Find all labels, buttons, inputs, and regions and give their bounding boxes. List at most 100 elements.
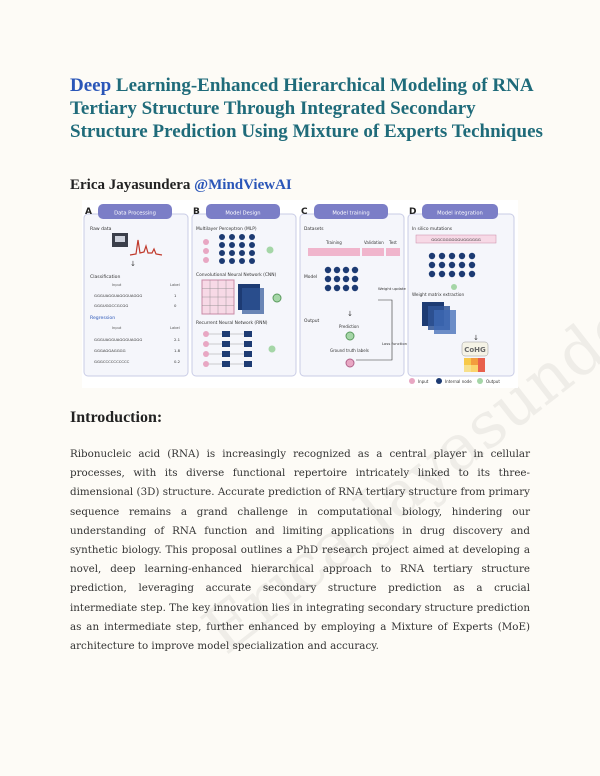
mlp-hidden-node	[249, 242, 255, 248]
rnn-output-node	[268, 345, 276, 353]
model-node	[333, 275, 341, 283]
heatmap-cell	[471, 358, 478, 365]
test-label: Test	[388, 240, 397, 245]
panel-c-header	[314, 204, 388, 219]
heatmap-cell	[471, 365, 478, 372]
model-node	[351, 275, 359, 283]
panel-c-letter: C	[301, 207, 308, 217]
reg-row-1-seq: GGGAGGAGGGG	[94, 348, 126, 353]
training-bar	[308, 248, 360, 256]
integration-node	[428, 270, 436, 278]
prediction-node	[345, 331, 355, 341]
ground-truth-node	[345, 358, 355, 368]
model-node	[333, 284, 341, 292]
mlp-hidden-node	[249, 234, 255, 240]
mutation-sequence-box	[415, 234, 497, 244]
in-silico-label: In silico mutations	[412, 226, 453, 232]
cnn-grid-lines	[202, 280, 234, 314]
heatmap-cell	[478, 365, 485, 372]
panel-d: D Model integration In silico mutations …	[407, 204, 515, 377]
integration-node	[468, 252, 476, 260]
intro-paragraph: Ribonucleic acid (RNA) is increasingly r…	[70, 448, 530, 653]
rnn-input-node	[203, 341, 209, 347]
integration-node	[458, 261, 466, 269]
arrow-down-icon: ↓	[130, 260, 136, 268]
cnn-feature-map-2	[242, 288, 264, 314]
integration-node	[458, 270, 466, 278]
integration-node	[438, 261, 446, 269]
training-model-network	[324, 266, 359, 292]
sequencer-screen-icon	[115, 236, 125, 242]
mlp-hidden-node	[229, 242, 235, 248]
rnn-cell	[222, 361, 230, 367]
model-node	[351, 266, 359, 274]
arrow-down-icon: ↓	[347, 310, 353, 318]
heatmap-cell	[464, 358, 471, 365]
rnn-cell	[244, 341, 252, 347]
integration-output-node	[451, 284, 457, 290]
reg-col-input: Input	[112, 326, 122, 330]
mlp-label: Multilayer Perceptron (MLP)	[196, 226, 257, 232]
weight-update-label: Weight update	[378, 286, 406, 291]
panel-b-letter: B	[193, 207, 200, 217]
rnn-label: Recurrent Neural Network (RNN)	[196, 320, 268, 326]
rnn-cell	[222, 341, 230, 347]
rnn-cell	[222, 351, 230, 357]
mlp-hidden-node	[249, 250, 255, 256]
panel-a: A Data Processing Raw data ↓ Classificat…	[83, 204, 189, 377]
panel-d-header	[422, 204, 498, 219]
panel-a-letter: A	[85, 207, 92, 217]
rnn-cell	[222, 331, 230, 337]
panel-d-letter: D	[409, 207, 416, 217]
integration-node	[468, 270, 476, 278]
model-node	[351, 284, 359, 292]
class-row-1-seq: GGGUGGCCGCGG	[94, 303, 128, 308]
author-name: Erica Jayasundera	[70, 177, 191, 193]
panel-c: C Model training Datasets Training Valid…	[299, 204, 408, 377]
loss-function-label: Loss function	[382, 341, 408, 346]
output-label: Output	[304, 318, 320, 324]
model-node	[342, 266, 350, 274]
rnn-input-node	[203, 361, 209, 367]
class-col-input: Input	[112, 283, 122, 287]
mlp-input-node	[203, 257, 209, 263]
rnn-network	[203, 331, 276, 367]
author-line: Erica Jayasundera @MindViewAI	[70, 177, 292, 194]
mlp-hidden-node	[219, 258, 225, 264]
paper-title: Deep Learning-Enhanced Hierarchical Mode…	[70, 74, 550, 143]
model-node	[342, 275, 350, 283]
mlp-hidden-node	[239, 242, 245, 248]
legend-input-swatch	[409, 378, 415, 384]
heatmap-cell	[478, 358, 485, 365]
panel-a-title: Data Processing	[114, 211, 156, 217]
legend-internal-label: Internal node	[445, 379, 472, 384]
raw-data-label: Raw data	[90, 226, 112, 232]
test-bar	[386, 248, 400, 256]
mlp-hidden-node	[219, 250, 225, 256]
cnn-label: Convolutional Neural Network (CNN)	[196, 272, 276, 278]
mlp-hidden-node	[239, 234, 245, 240]
cnn-output-node	[272, 293, 282, 303]
mlp-hidden-node	[219, 234, 225, 240]
panel-b-title: Model Design	[225, 211, 260, 217]
motif-logo-box	[461, 341, 489, 357]
chromatogram-trace	[129, 239, 163, 256]
validation-bar	[362, 248, 384, 256]
arrow-down-icon: ↓	[473, 334, 479, 342]
panel-c-title: Model training	[332, 211, 369, 217]
author-handle[interactable]: @MindViewAI	[194, 177, 292, 193]
reg-row-0-seq: GGGUAGGUAGGGUAGGG	[94, 337, 142, 342]
classification-label: Classification	[90, 274, 120, 280]
class-row-0-seq: GGGUAGGUAGGGUAGGG	[94, 293, 142, 298]
rnn-input-node	[203, 351, 209, 357]
mlp-hidden-node	[249, 258, 255, 264]
reg-row-2-seq: GGGCCCCCCCCCC	[94, 359, 130, 364]
integration-node	[428, 261, 436, 269]
ground-truth-label: Ground truth labels	[330, 348, 369, 353]
integration-node	[448, 261, 456, 269]
reg-row-0-label: 2.1	[174, 337, 181, 342]
mlp-hidden-node	[229, 258, 235, 264]
title-rest: Learning-Enhanced Hierarchical Modeling …	[70, 75, 543, 142]
integration-node	[428, 252, 436, 260]
